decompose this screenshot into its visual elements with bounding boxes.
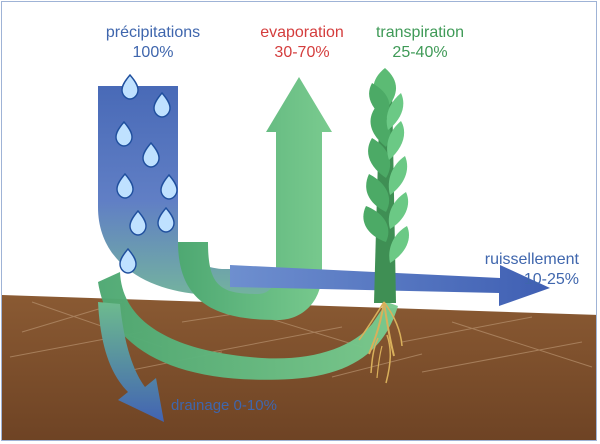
transpiration-name: transpiration <box>375 24 465 41</box>
transpiration-label: transpiration 25-40% <box>360 23 480 63</box>
evaporation-flow <box>178 77 332 320</box>
root-uptake-flow <box>98 272 398 380</box>
precipitation-flow <box>98 86 304 295</box>
water-drop-icon <box>115 73 178 274</box>
evaporation-value: 30-70% <box>274 44 330 61</box>
drainage-label: drainage 0-10% <box>171 397 277 414</box>
drainage-arrow <box>98 302 164 422</box>
evaporation-label: evaporation 30-70% <box>242 23 362 63</box>
roots-icon <box>358 301 403 384</box>
ruissellement-label: ruissellement 10-25% <box>432 250 579 290</box>
plant-icon <box>363 68 410 303</box>
precipitations-label: précipitations 100% <box>93 23 213 63</box>
transpiration-value: 25-40% <box>392 44 448 61</box>
ruissellement-name: ruissellement <box>484 251 579 268</box>
precipitations-value: 100% <box>132 44 174 61</box>
ruissellement-value: 10-25% <box>523 271 579 288</box>
precipitations-name: précipitations <box>105 24 201 41</box>
evaporation-name: evaporation <box>260 24 344 41</box>
